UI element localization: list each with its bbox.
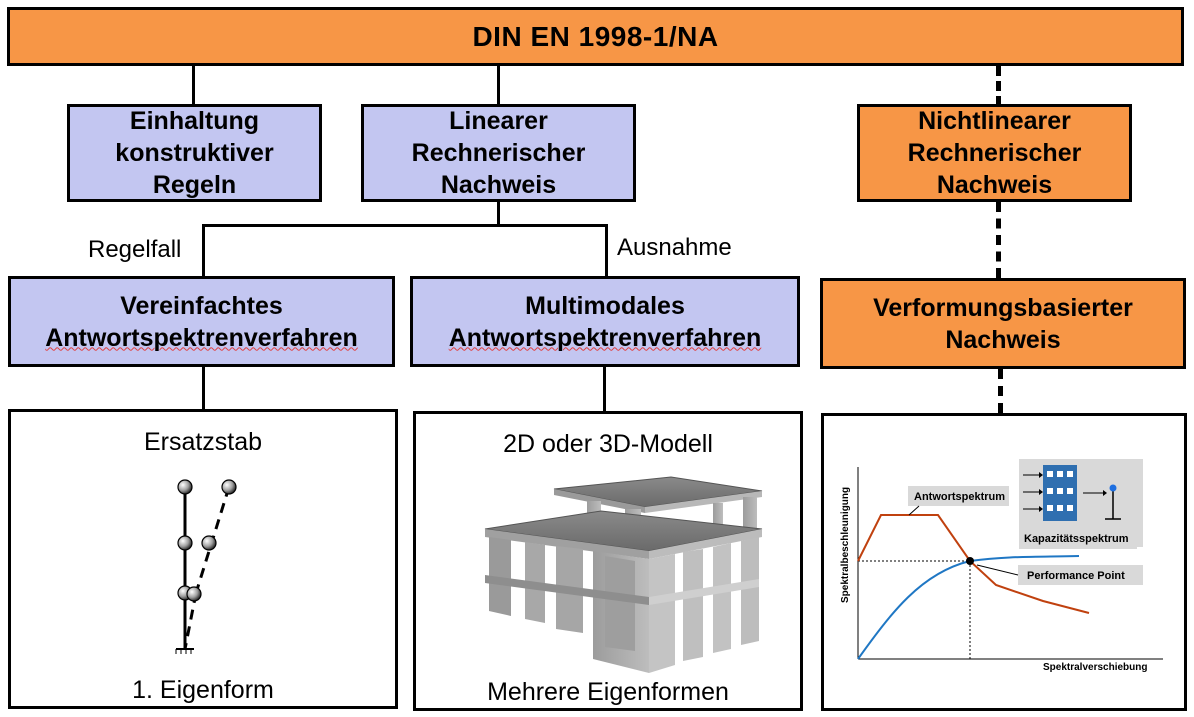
panel-caption-bottom: 1. Eigenform — [132, 676, 274, 704]
connector-line — [202, 367, 205, 409]
box-nichtlinearer-nachweis: Nichtlinearer Rechnerischer Nachweis — [857, 104, 1132, 202]
panel-caption-top: 2D oder 3D-Modell — [503, 430, 713, 458]
panel-caption-bottom: Mehrere Eigenformen — [487, 678, 729, 706]
box-text-line: Antwortspektrenverfahren — [448, 323, 762, 352]
box-text-line: Antwortspektrenverfahren — [45, 323, 358, 352]
tag-antwortspektrum: Antwortspektrum — [914, 491, 1005, 503]
dashed-connector — [996, 66, 1001, 106]
panel-kapazitaetsspektrum: Antwortspektrum Kapazitätsspektrum Perfo… — [821, 413, 1187, 711]
branch-label-regelfall: Regelfall — [88, 236, 182, 263]
panel-caption-top: Ersatzstab — [143, 428, 263, 456]
performance-point-marker — [966, 557, 974, 565]
box-konstruktive-regeln: Einhaltung konstruktiver Regeln — [67, 104, 322, 202]
box-text-line: Nachweis — [945, 325, 1061, 354]
connector-line — [202, 224, 205, 276]
box-text-line: Rechnerischer — [411, 139, 586, 167]
box-verformungsbasierter-nachweis: Verformungsbasierter Nachweis — [820, 278, 1186, 369]
cantilever-mode-shape-figure — [175, 479, 237, 654]
connector-line — [192, 66, 195, 106]
box-vereinfachtes-verfahren: Vereinfachtes Antwortspektrenverfahren — [8, 276, 395, 367]
connector-line — [497, 202, 500, 226]
box-text-line: Einhaltung — [129, 107, 260, 135]
capacity-spectrum-diagram: Antwortspektrum Kapazitätsspektrum Perfo… — [840, 459, 1163, 673]
connector-line — [497, 66, 500, 106]
tag-performance-point: Performance Point — [1027, 570, 1125, 582]
box-text-line: Multimodales — [525, 291, 685, 320]
building-3d-model-figure — [484, 476, 763, 673]
panel-ersatzstab: Ersatzstab 1. Eigenform — [8, 409, 398, 709]
standard-title: DIN EN 1998-1/NA — [472, 20, 719, 52]
standard-header: DIN EN 1998-1/NA — [7, 7, 1184, 66]
dashed-connector — [998, 369, 1003, 413]
box-multimodales-verfahren: Multimodales Antwortspektrenverfahren — [410, 276, 800, 367]
box-text-line: Regeln — [152, 171, 237, 199]
box-text-line: Nachweis — [936, 171, 1053, 199]
box-linearer-nachweis: Linearer Rechnerischer Nachweis — [361, 104, 636, 202]
connector-line — [202, 224, 608, 227]
tag-kapazitaetsspektrum: Kapazitätsspektrum — [1024, 533, 1129, 545]
connector-line — [603, 367, 606, 411]
connector-line — [605, 224, 608, 276]
box-text-line: Nachweis — [440, 171, 557, 199]
box-text-line: Vereinfachtes — [120, 291, 283, 320]
box-text-line: Linearer — [449, 107, 548, 135]
box-text-line: konstruktiver — [115, 139, 274, 167]
box-text-line: Nichtlinearer — [918, 107, 1071, 135]
branch-label-ausnahme: Ausnahme — [617, 234, 732, 261]
x-axis-label: Spektralverschiebung — [1043, 662, 1147, 673]
box-text-line: Verformungsbasierter — [873, 293, 1133, 322]
box-text-line: Rechnerischer — [907, 139, 1082, 167]
panel-3d-modell: 2D oder 3D-Modell — [413, 411, 803, 711]
y-axis-label: Spektralbeschleunigung — [840, 487, 851, 603]
dashed-connector — [996, 202, 1001, 278]
